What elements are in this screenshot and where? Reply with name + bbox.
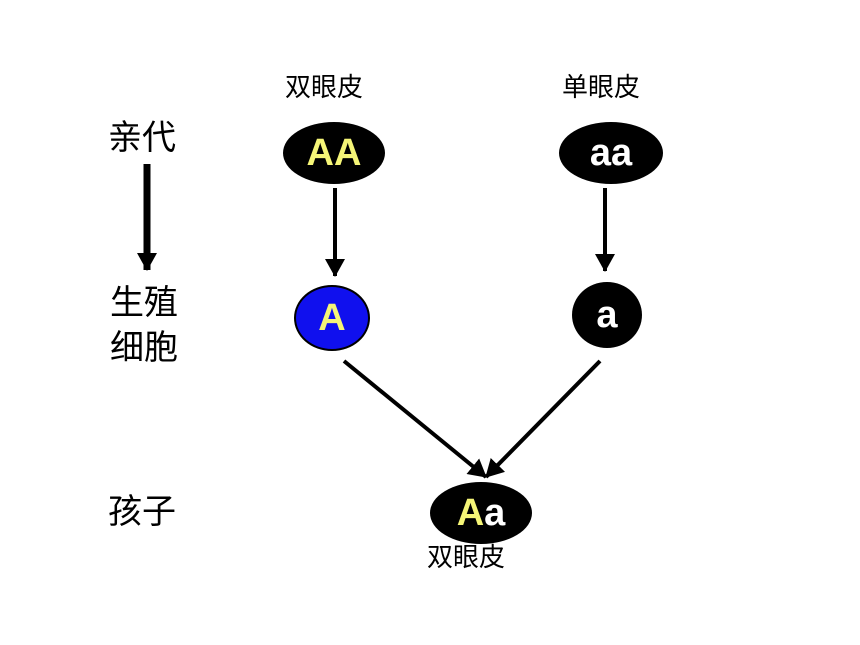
generation-label-parents: 亲代 <box>108 118 176 158</box>
arrow-left-gamete-to-child <box>342 359 488 479</box>
trait-child: 双眼皮 <box>427 543 506 573</box>
genotype-child-recessive-allele: a <box>484 492 506 534</box>
gamete-left: A <box>294 285 370 351</box>
genotype-child-dominant-allele: A <box>456 492 485 534</box>
generation-label-child: 孩子 <box>108 492 176 532</box>
gamete-right: a <box>572 282 642 348</box>
gamete-right-label: a <box>596 294 618 336</box>
genotype-left-parent-label: AA <box>306 132 362 174</box>
generation-label-gametes-line2: 细胞 <box>110 328 178 368</box>
genotype-right-parent-label: aa <box>589 132 633 174</box>
gamete-left-label: A <box>318 297 346 339</box>
generation-label-gametes-line1: 生殖 <box>110 283 178 323</box>
genotype-right-parent: aa <box>559 122 663 184</box>
arrow-right-gamete-to-child <box>484 359 602 479</box>
genotype-left-parent: AA <box>283 122 385 184</box>
trait-right-parent: 单眼皮 <box>562 73 641 103</box>
trait-left-parent: 双眼皮 <box>285 73 364 103</box>
